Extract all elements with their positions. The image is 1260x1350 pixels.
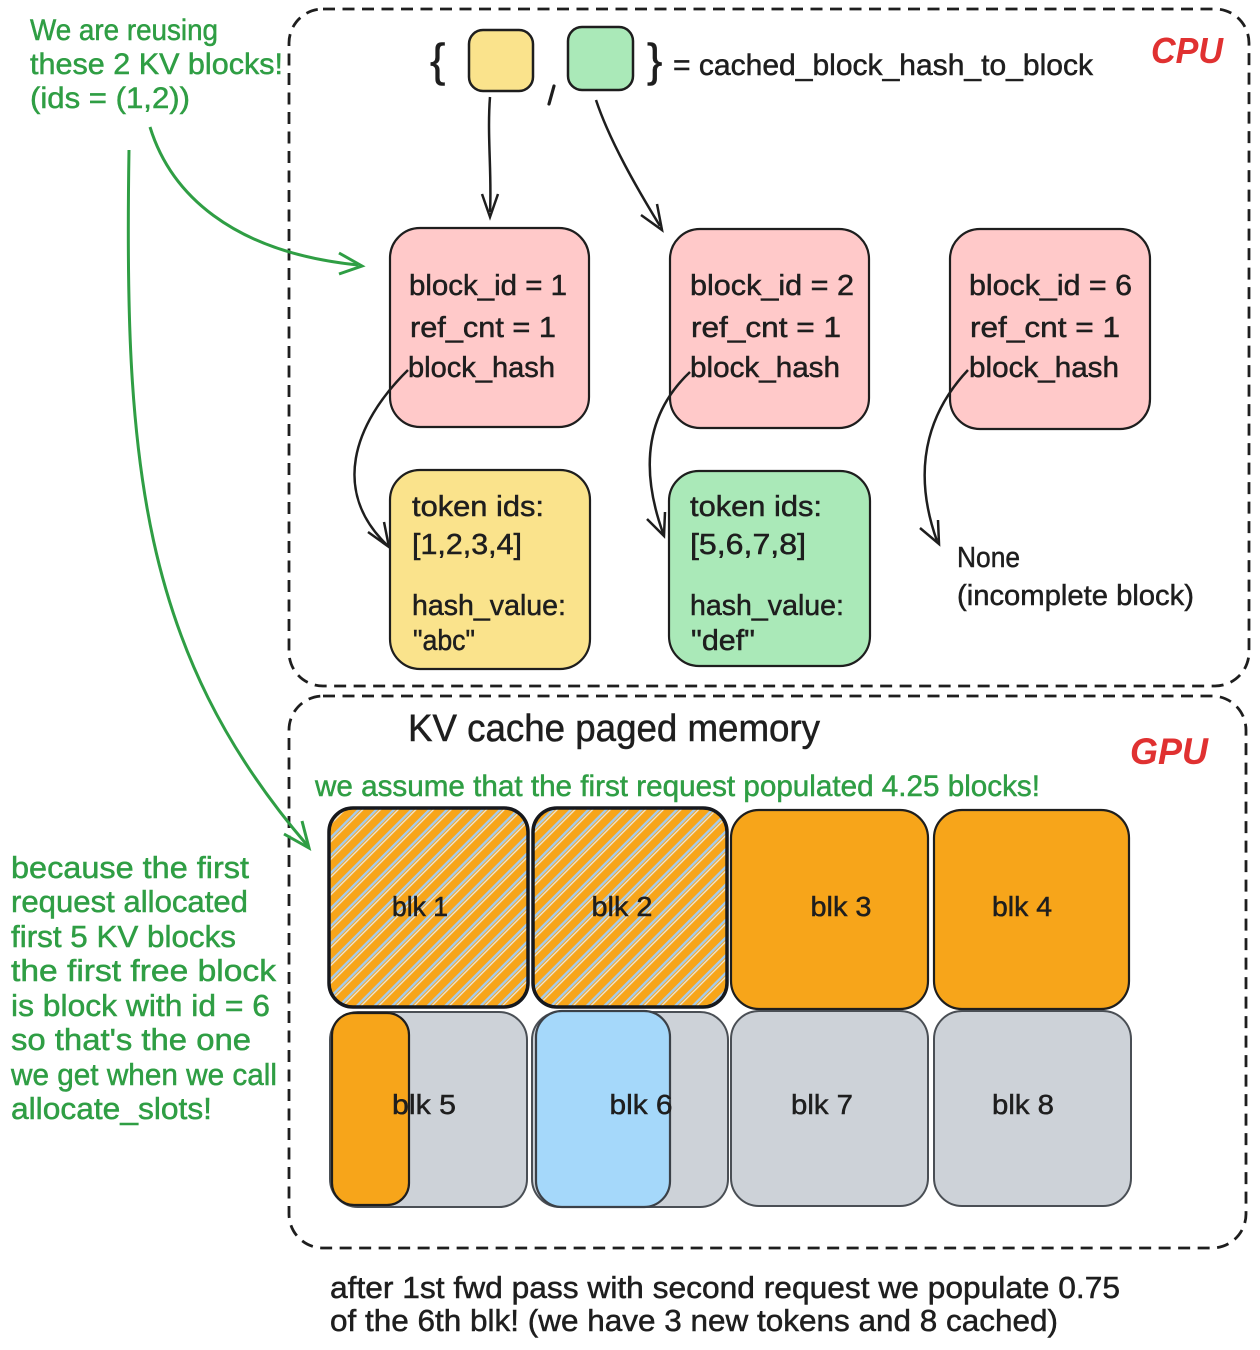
svg-text:}: } — [647, 34, 662, 86]
svg-text:so that's the one: so that's the one — [11, 1022, 251, 1057]
svg-text:block_id = 6: block_id = 6 — [969, 270, 1132, 302]
svg-text:block_id = 2: block_id = 2 — [690, 270, 854, 302]
svg-text:(ids = (1,2)): (ids = (1,2)) — [30, 82, 190, 115]
svg-text:block_hash: block_hash — [408, 352, 555, 384]
svg-text:GPU: GPU — [1130, 731, 1209, 772]
svg-text:these 2 KV blocks!: these 2 KV blocks! — [30, 48, 283, 81]
svg-text:first 5 KV blocks: first 5 KV blocks — [11, 919, 236, 954]
svg-text:of the 6th blk! (we have 3 new: of the 6th blk! (we have 3 new tokens an… — [330, 1303, 1058, 1338]
svg-text:CPU: CPU — [1151, 30, 1224, 71]
svg-text:= cached_block_hash_to_block: = cached_block_hash_to_block — [673, 49, 1094, 82]
svg-text:is block with id = 6: is block with id = 6 — [11, 988, 270, 1023]
svg-text:blk 4: blk 4 — [992, 891, 1052, 922]
svg-text:"def": "def" — [691, 625, 755, 657]
svg-text:blk 3: blk 3 — [811, 891, 872, 922]
svg-text:the first free block: the first free block — [11, 953, 277, 988]
svg-text:blk 7: blk 7 — [791, 1089, 853, 1120]
svg-text:ref_cnt = 1: ref_cnt = 1 — [970, 312, 1120, 344]
svg-text:we assume that the first reque: we assume that the first request populat… — [314, 770, 1040, 803]
svg-text:allocate_slots!: allocate_slots! — [11, 1091, 212, 1126]
svg-text:[5,6,7,8]: [5,6,7,8] — [690, 529, 806, 561]
svg-text:hash_value:: hash_value: — [412, 590, 566, 622]
svg-text:"abc": "abc" — [413, 625, 475, 657]
svg-text:block_id = 1: block_id = 1 — [409, 270, 567, 302]
svg-text:ref_cnt = 1: ref_cnt = 1 — [691, 312, 841, 344]
svg-text:ref_cnt = 1: ref_cnt = 1 — [410, 312, 556, 344]
svg-text:{: { — [430, 34, 445, 86]
svg-text:request allocated: request allocated — [11, 884, 248, 919]
svg-text:we get when we call: we get when we call — [10, 1057, 277, 1092]
svg-text:[1,2,3,4]: [1,2,3,4] — [412, 529, 522, 561]
svg-text:blk 6: blk 6 — [610, 1089, 673, 1120]
svg-text:token ids:: token ids: — [412, 491, 544, 523]
svg-text:blk 5: blk 5 — [392, 1089, 456, 1120]
svg-text:blk 1: blk 1 — [392, 891, 448, 922]
svg-text:(incomplete block): (incomplete block) — [957, 580, 1194, 612]
svg-text:KV cache paged memory: KV cache paged memory — [408, 708, 820, 750]
svg-text:None: None — [957, 542, 1020, 574]
svg-text:hash_value:: hash_value: — [690, 590, 844, 622]
svg-text:blk 2: blk 2 — [592, 891, 653, 922]
svg-text:blk 8: blk 8 — [992, 1089, 1054, 1120]
svg-text:token ids:: token ids: — [690, 491, 822, 523]
svg-text:because the first: because the first — [11, 850, 249, 885]
svg-text:block_hash: block_hash — [969, 352, 1119, 384]
svg-text:We are reusing: We are reusing — [30, 14, 218, 47]
svg-text:after 1st fwd pass with second: after 1st fwd pass with second request w… — [330, 1270, 1120, 1305]
svg-text:block_hash: block_hash — [690, 352, 840, 384]
